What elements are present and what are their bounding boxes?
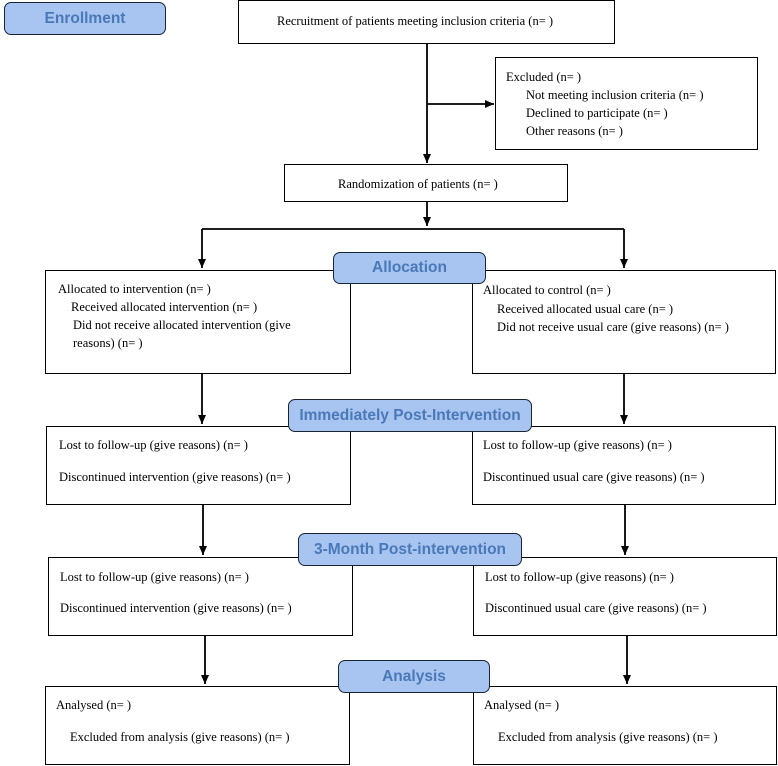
control-immediate-discontinued: Discontinued usual care (give reasons) (… <box>483 470 705 484</box>
intervention-immediate-discontinued: Discontinued intervention (give reasons)… <box>59 470 291 484</box>
stage-immediately-post-intervention: Immediately Post-Intervention <box>288 399 532 432</box>
intervention-immediate-box: Lost to follow-up (give reasons) (n= ) D… <box>46 426 351 505</box>
intervention-analysis-box: Analysed (n= ) Excluded from analysis (g… <box>45 686 350 765</box>
control-excluded-from-analysis: Excluded from analysis (give reasons) (n… <box>498 730 718 744</box>
intervention-received: Received allocated intervention (n= ) <box>71 300 258 314</box>
stage-analysis: Analysis <box>338 660 490 693</box>
control-immediate-lost: Lost to follow-up (give reasons) (n= ) <box>483 438 672 452</box>
control-immediate-box: Lost to follow-up (give reasons) (n= ) D… <box>472 426 776 505</box>
intervention-excluded-from-analysis: Excluded from analysis (give reasons) (n… <box>70 730 290 744</box>
control-3month-discontinued: Discontinued usual care (give reasons) (… <box>485 601 707 615</box>
randomization-box: Randomization of patients (n= ) <box>284 164 568 202</box>
control-received: Received allocated usual care (n= ) <box>497 302 674 316</box>
control-not-received: Did not receive usual care (give reasons… <box>497 320 729 334</box>
intervention-3month-box: Lost to follow-up (give reasons) (n= ) D… <box>48 557 353 636</box>
randomization-text: Randomization of patients (n= ) <box>338 177 498 191</box>
control-analysis-box: Analysed (n= ) Excluded from analysis (g… <box>473 686 777 765</box>
intervention-3month-discontinued: Discontinued intervention (give reasons)… <box>60 601 292 615</box>
control-allocated-title: Allocated to control (n= ) <box>483 283 611 297</box>
intervention-allocated-title: Allocated to intervention (n= ) <box>58 282 211 296</box>
control-allocation-box: Allocated to control (n= ) Received allo… <box>472 270 776 374</box>
control-3month-box: Lost to follow-up (give reasons) (n= ) D… <box>473 557 777 636</box>
intervention-not-received-line2: reasons) (n= ) <box>73 336 143 350</box>
stage-enrollment: Enrollment <box>4 2 166 35</box>
intervention-analysed: Analysed (n= ) <box>56 698 132 712</box>
stage-3-month-post-intervention: 3-Month Post-intervention <box>298 533 522 566</box>
excluded-item-other: Other reasons (n= ) <box>526 124 623 138</box>
control-3month-lost: Lost to follow-up (give reasons) (n= ) <box>485 570 674 584</box>
stage-allocation: Allocation <box>333 252 486 284</box>
excluded-title: Excluded (n= ) <box>506 70 582 84</box>
excluded-item-declined: Declined to participate (n= ) <box>526 106 668 120</box>
intervention-3month-lost: Lost to follow-up (give reasons) (n= ) <box>60 570 249 584</box>
intervention-immediate-lost: Lost to follow-up (give reasons) (n= ) <box>59 438 248 452</box>
intervention-not-received-line1: Did not receive allocated intervention (… <box>73 318 291 332</box>
recruitment-box: Recruitment of patients meeting inclusio… <box>238 0 615 44</box>
control-analysed: Analysed (n= ) <box>484 698 560 712</box>
excluded-box: Excluded (n= ) Not meeting inclusion cri… <box>495 57 758 150</box>
recruitment-text: Recruitment of patients meeting inclusio… <box>277 14 554 28</box>
excluded-item-not-meeting: Not meeting inclusion criteria (n= ) <box>526 88 704 102</box>
intervention-allocation-box: Allocated to intervention (n= ) Received… <box>45 270 351 374</box>
